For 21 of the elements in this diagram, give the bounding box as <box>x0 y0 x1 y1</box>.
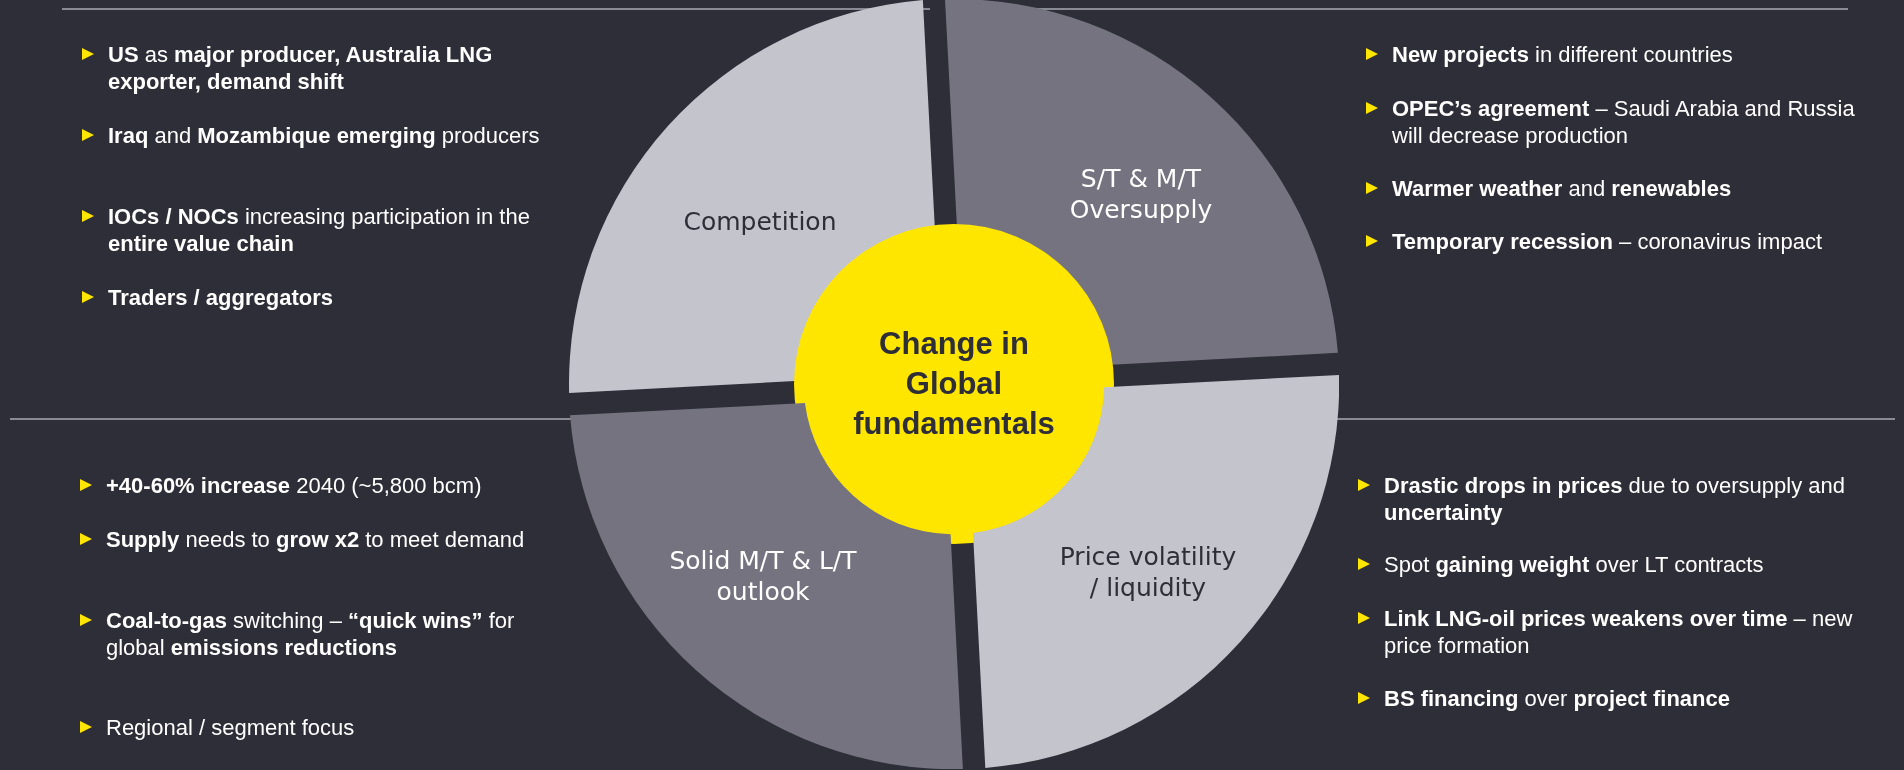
bullet-text: Warmer weather and renewables <box>1392 175 1732 202</box>
segment-label: Competition <box>683 205 837 237</box>
bullet-text: BS financing over project finance <box>1384 685 1730 712</box>
bullet-text: Traders / aggregators <box>108 284 333 311</box>
bullet-text: +40-60% increase 2040 (~5,800 bcm) <box>106 472 482 499</box>
bullet-text: Temporary recession – coronavirus impact <box>1392 228 1822 255</box>
bullet-text: US as major producer, Australia LNG exporter, demand shift <box>108 41 494 95</box>
bullet-text: Spot gaining weight over LT contracts <box>1384 551 1764 578</box>
bullet-text: Regional / segment focus <box>106 714 355 741</box>
bullet-text: Iraq and Mozambique emerging producers <box>108 122 540 149</box>
segment-label: S/T & M/T Oversupply <box>1068 163 1214 225</box>
bullet-text: Drastic drops in prices due to oversupply and uncertainty <box>1384 472 1847 526</box>
segment-label: Solid M/T & L/T outlook <box>668 545 858 607</box>
bullet-text: IOCs / NOCs increasing participation in the entire value chain <box>108 203 531 257</box>
bullet-text: New projects in different countries <box>1392 41 1733 68</box>
segment-label: Price volatility / liquidity <box>1058 541 1238 603</box>
bullet-text: OPEC’s agreement – Saudi Arabia and Russia will decrease production <box>1392 95 1856 149</box>
bullet-text: Link LNG-oil prices weakens over time – new price formation <box>1384 605 1854 659</box>
center-label: Change in Global fundamentals <box>852 325 1056 443</box>
bullet-text: Coal-to-gas switching – “quick wins” for global emissions reductions <box>106 607 516 661</box>
bullet-text: Supply needs to grow x2 to meet demand <box>106 526 525 553</box>
